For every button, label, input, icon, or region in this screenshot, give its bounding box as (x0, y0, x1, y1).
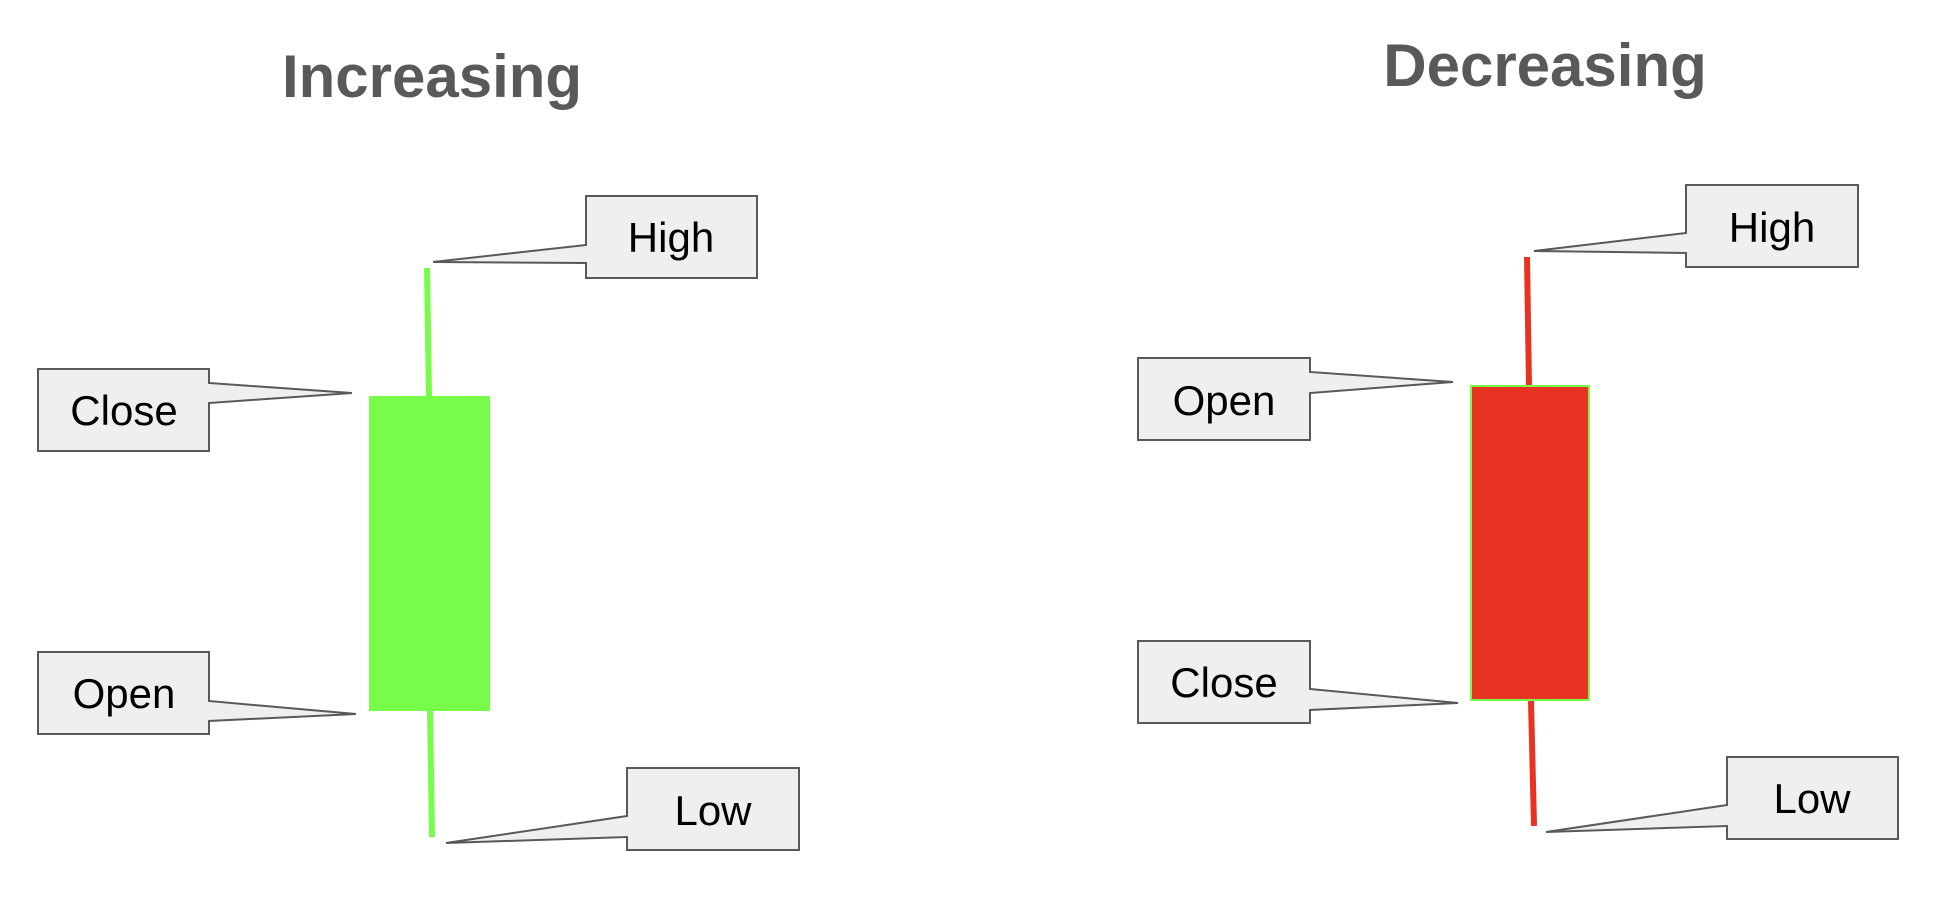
increasing-lower-wick (427, 707, 435, 838)
decreasing-low-label: Low (1773, 775, 1851, 822)
increasing-high-callout: High (432, 195, 758, 279)
increasing-open-callout: Open (37, 651, 357, 735)
decreasing-open-callout: Open (1137, 357, 1454, 441)
decreasing-lower-wick (1528, 700, 1537, 827)
increasing-low-label: Low (674, 787, 752, 834)
increasing-panel: Increasing High Close Open Low (37, 43, 800, 851)
increasing-open-label: Open (73, 670, 176, 717)
increasing-low-callout: Low (445, 767, 800, 851)
decreasing-open-label: Open (1173, 377, 1276, 424)
decreasing-high-label: High (1729, 204, 1815, 251)
increasing-candle-body (369, 396, 490, 711)
decreasing-close-callout: Close (1137, 640, 1459, 724)
increasing-close-callout: Close (37, 368, 353, 452)
increasing-high-label: High (628, 214, 714, 261)
decreasing-close-label: Close (1170, 659, 1277, 706)
increasing-title: Increasing (282, 43, 582, 110)
decreasing-panel: Decreasing High Open Close Low (1137, 32, 1899, 840)
decreasing-title: Decreasing (1383, 32, 1707, 99)
decreasing-low-callout: Low (1545, 756, 1899, 840)
decreasing-candle-body (1470, 385, 1590, 701)
decreasing-upper-wick (1524, 256, 1532, 388)
increasing-upper-wick (424, 267, 432, 399)
decreasing-high-callout: High (1533, 184, 1859, 268)
increasing-close-label: Close (70, 387, 177, 434)
